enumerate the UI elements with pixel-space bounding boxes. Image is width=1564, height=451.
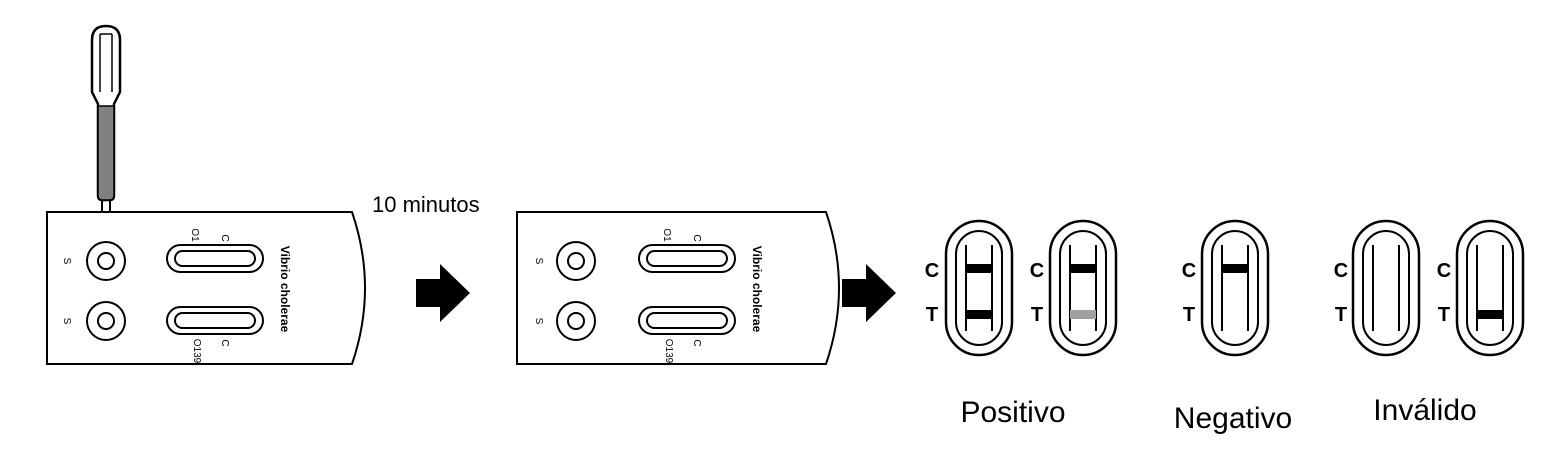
test-band xyxy=(966,310,992,319)
test-cassette-after: S S O1 C O139 C Vibrio cholerae xyxy=(516,211,840,365)
test-cassette-before: S S O1 C O139 C Vibrio cholerae xyxy=(46,211,366,365)
cassette-brand: Vibrio cholerae xyxy=(750,246,764,333)
result-strip-positive-faint xyxy=(1048,219,1118,357)
result-strip-positive-strong xyxy=(944,219,1014,357)
control-line-label: C xyxy=(1030,260,1044,282)
control-line-label: C xyxy=(1437,260,1451,282)
control-label-top: C xyxy=(219,234,230,241)
pipette-fluid xyxy=(97,105,115,201)
sample-well-top xyxy=(556,241,596,281)
strain-label-bottom: O139 xyxy=(191,339,202,364)
control-label-top: C xyxy=(691,234,702,241)
cassette-brand: Vibrio cholerae xyxy=(278,246,292,333)
result-caption-invalid: Inválido xyxy=(1373,394,1476,427)
well-label-bottom: S xyxy=(533,318,544,325)
strain-label-top: O1 xyxy=(189,228,200,242)
arrow-right-icon xyxy=(842,264,896,322)
test-band xyxy=(1477,310,1503,319)
test-band-faint xyxy=(1070,310,1096,319)
test-line-label: T xyxy=(926,304,938,326)
step-label: 10 minutos xyxy=(372,192,480,217)
control-label-bottom: C xyxy=(691,339,702,346)
result-strip-invalid-blank xyxy=(1351,219,1421,357)
result-window-top xyxy=(166,244,264,273)
control-band xyxy=(966,264,992,273)
test-line-label: T xyxy=(1438,304,1450,326)
result-window-top xyxy=(638,244,736,273)
test-line-label: T xyxy=(1183,304,1195,326)
strain-label-top: O1 xyxy=(661,228,672,242)
test-line-label: T xyxy=(1335,304,1347,326)
control-band xyxy=(1070,264,1096,273)
sample-well-top xyxy=(86,241,126,281)
control-band xyxy=(1222,264,1248,273)
result-window-bottom xyxy=(638,306,736,335)
well-label-top: S xyxy=(61,258,72,265)
well-label-top: S xyxy=(533,258,544,265)
control-line-label: C xyxy=(925,260,939,282)
result-strip-invalid-test-only xyxy=(1455,219,1525,357)
sample-well-bottom xyxy=(556,301,596,341)
control-line-label: C xyxy=(1334,260,1348,282)
arrow-right-icon xyxy=(416,264,470,322)
result-caption-positive: Positivo xyxy=(960,396,1065,429)
control-line-label: C xyxy=(1182,260,1196,282)
result-strip-negative xyxy=(1200,219,1270,357)
strain-label-bottom: O139 xyxy=(663,339,674,364)
result-window-bottom xyxy=(166,306,264,335)
sample-well-bottom xyxy=(86,301,126,341)
test-line-label: T xyxy=(1031,304,1043,326)
well-label-bottom: S xyxy=(61,318,72,325)
control-label-bottom: C xyxy=(219,339,230,346)
result-caption-negative: Negativo xyxy=(1174,402,1292,435)
